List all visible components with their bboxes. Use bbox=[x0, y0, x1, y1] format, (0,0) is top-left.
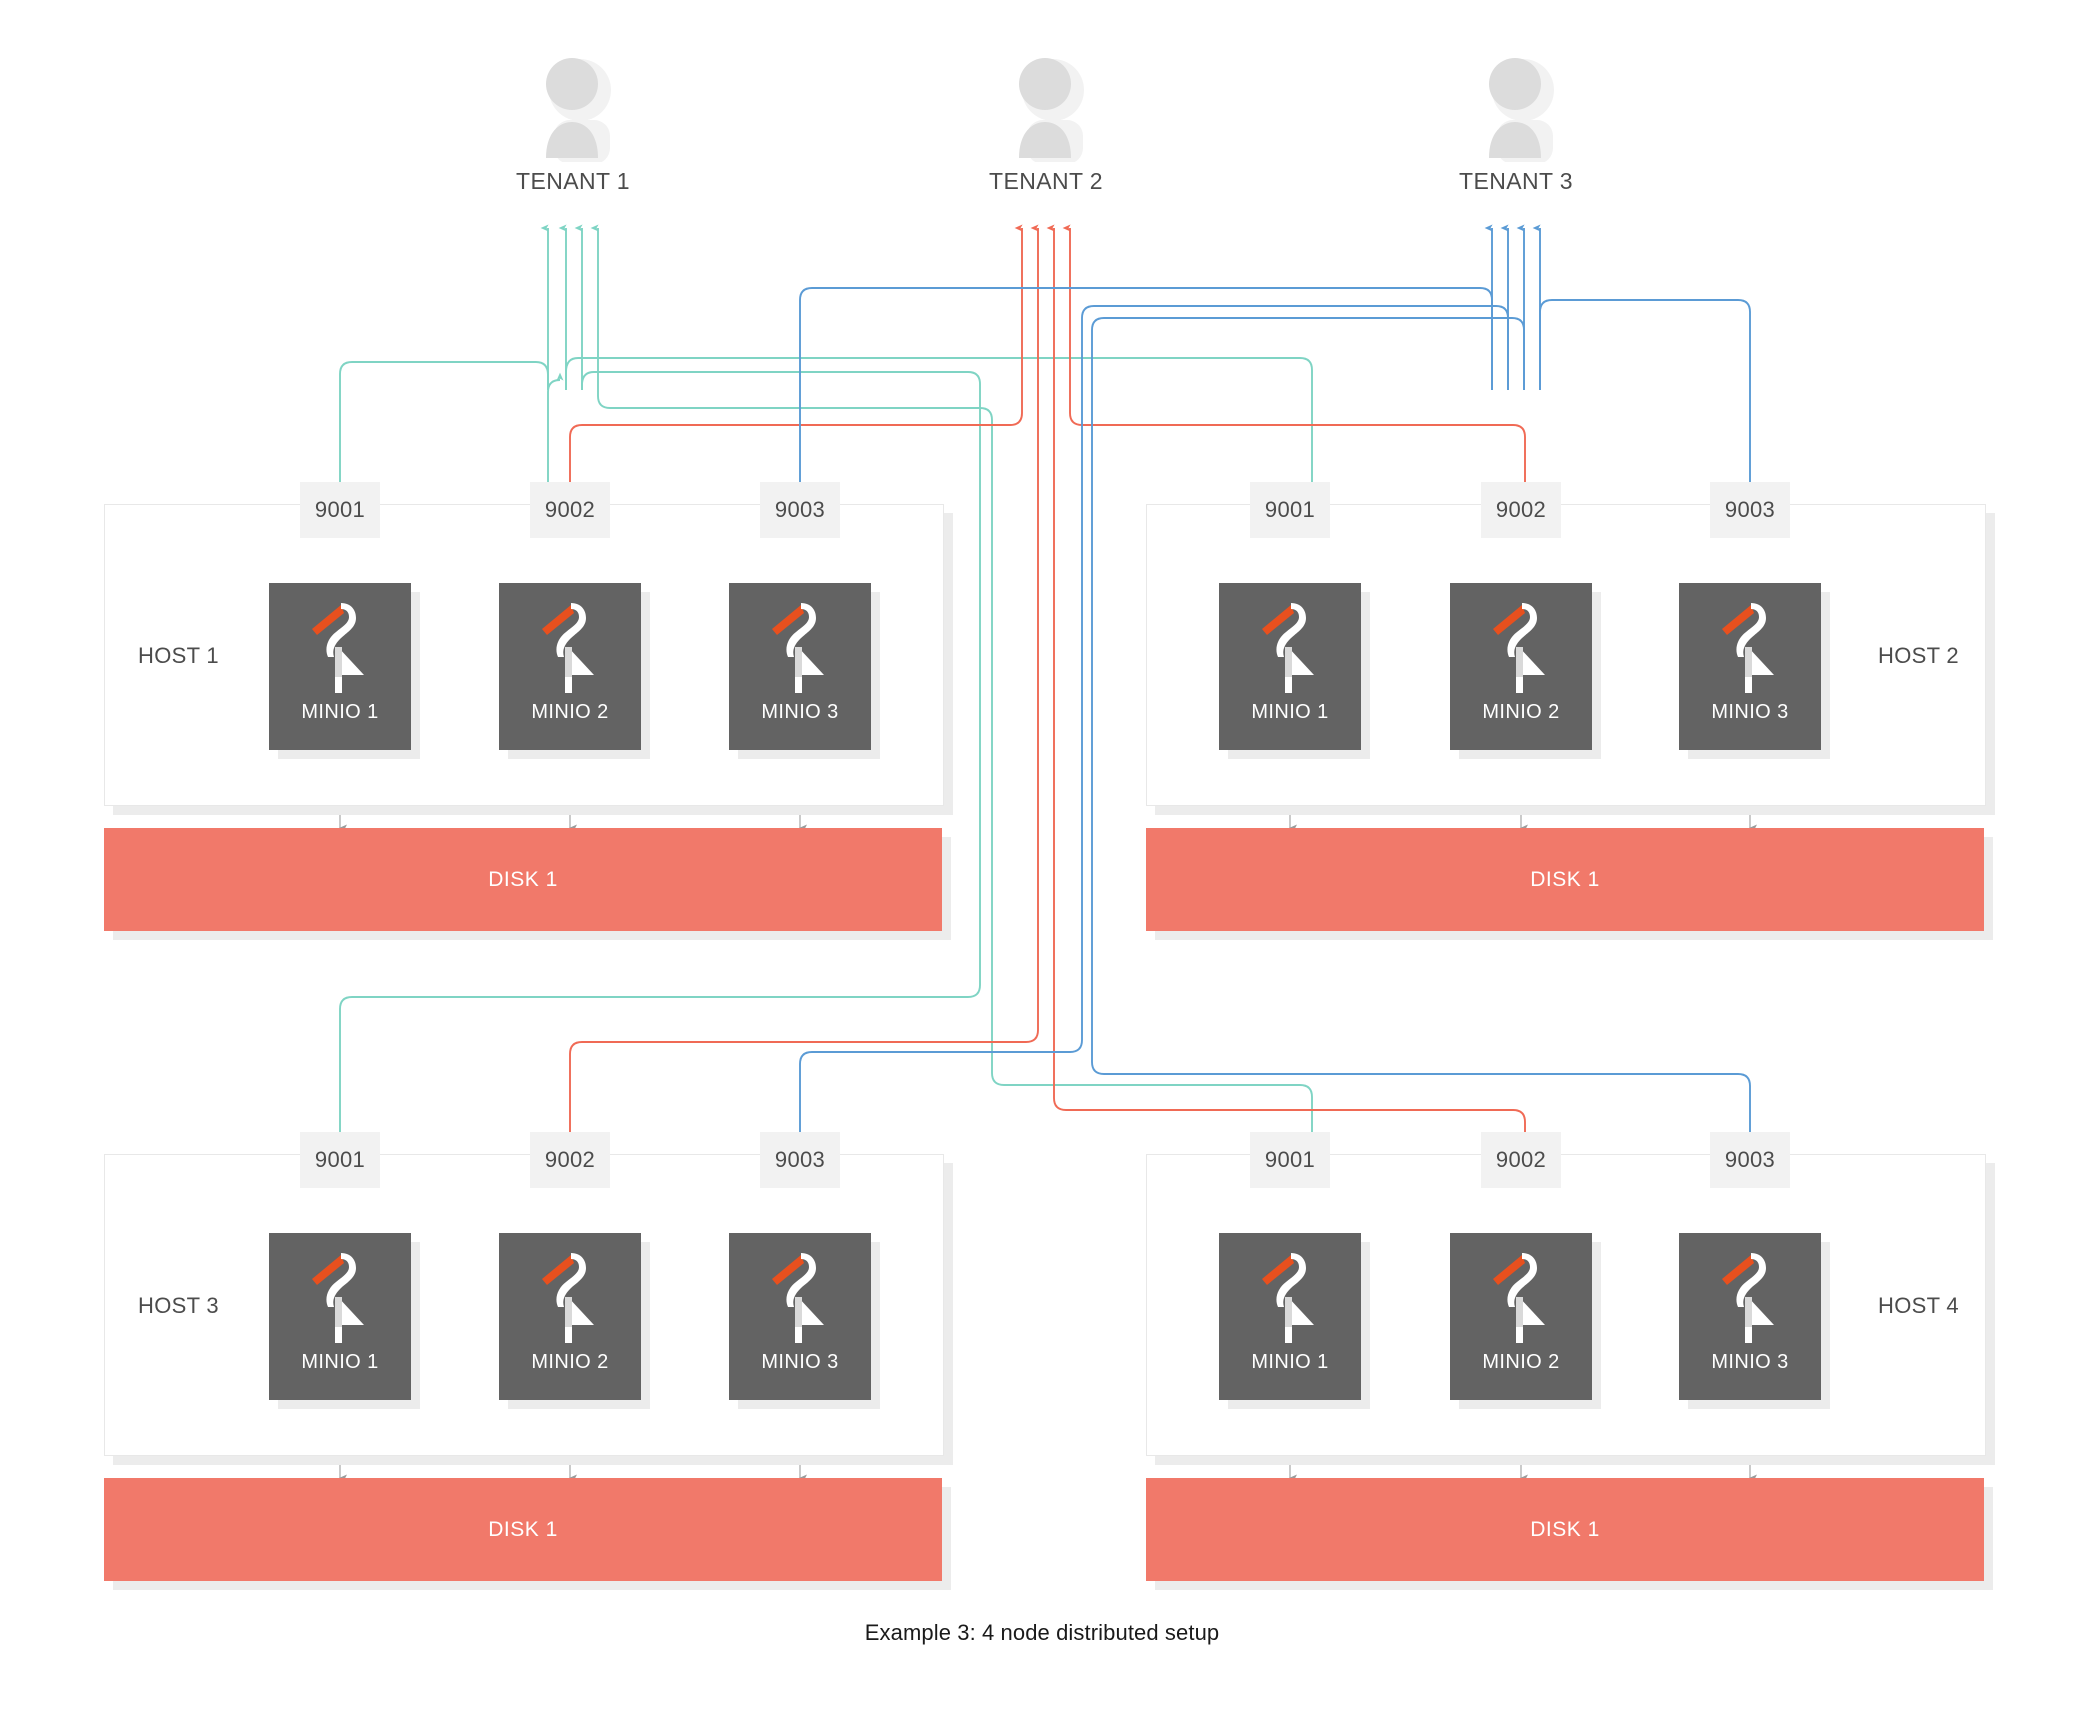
port-chip: 9001 bbox=[300, 1132, 380, 1188]
port-chip: 9002 bbox=[1481, 1132, 1561, 1188]
minio-flamingo-logo bbox=[1718, 1241, 1782, 1351]
minio-node[interactable]: MINIO 2 bbox=[1450, 583, 1592, 750]
minio-node[interactable]: MINIO 2 bbox=[1450, 1233, 1592, 1400]
port-chip: 9003 bbox=[1710, 482, 1790, 538]
minio-flamingo-logo bbox=[1258, 1241, 1322, 1351]
port-chip: 9001 bbox=[1250, 482, 1330, 538]
minio-flamingo-logo bbox=[308, 1241, 372, 1351]
tenant-label: TENANT 3 bbox=[1459, 168, 1573, 194]
minio-node[interactable]: MINIO 1 bbox=[1219, 583, 1361, 750]
minio-flamingo-logo bbox=[768, 591, 832, 701]
diagram-caption: Example 3: 4 node distributed setup bbox=[864, 1620, 1220, 1645]
minio-node[interactable]: MINIO 1 bbox=[269, 583, 411, 750]
minio-node[interactable]: MINIO 2 bbox=[499, 1233, 641, 1400]
minio-node[interactable]: MINIO 3 bbox=[1679, 1233, 1821, 1400]
minio-node[interactable]: MINIO 3 bbox=[1679, 583, 1821, 750]
disk-bar: DISK 1 bbox=[104, 828, 942, 931]
minio-node[interactable]: MINIO 1 bbox=[269, 1233, 411, 1400]
port-chip: 9003 bbox=[760, 482, 840, 538]
port-chip: 9002 bbox=[530, 482, 610, 538]
minio-node-label: MINIO 3 bbox=[761, 1351, 839, 1373]
disk-label: DISK 1 bbox=[488, 1517, 558, 1541]
host-label: HOST 2 bbox=[1878, 643, 1959, 668]
minio-flamingo-logo bbox=[1489, 1241, 1553, 1351]
minio-node[interactable]: MINIO 2 bbox=[499, 583, 641, 750]
minio-node-label: MINIO 1 bbox=[1251, 1351, 1329, 1373]
disk-label: DISK 1 bbox=[488, 867, 558, 891]
port-chip: 9003 bbox=[1710, 1132, 1790, 1188]
port-chip: 9001 bbox=[300, 482, 380, 538]
minio-node-label: MINIO 2 bbox=[531, 1351, 609, 1373]
host-label: HOST 4 bbox=[1878, 1293, 1959, 1318]
minio-node-label: MINIO 1 bbox=[301, 1351, 379, 1373]
tenant-1[interactable]: TENANT 1 bbox=[473, 52, 673, 195]
minio-node-label: MINIO 1 bbox=[1251, 701, 1329, 723]
minio-node-label: MINIO 3 bbox=[1711, 1351, 1789, 1373]
port-chip: 9002 bbox=[530, 1132, 610, 1188]
disk-bar: DISK 1 bbox=[104, 1478, 942, 1581]
minio-flamingo-logo bbox=[1718, 591, 1782, 701]
minio-flamingo-logo bbox=[538, 591, 602, 701]
disk-label: DISK 1 bbox=[1530, 867, 1600, 891]
tenant-2[interactable]: TENANT 2 bbox=[946, 52, 1146, 195]
minio-flamingo-logo bbox=[1489, 591, 1553, 701]
minio-node-label: MINIO 2 bbox=[531, 701, 609, 723]
minio-node-label: MINIO 3 bbox=[1711, 701, 1789, 723]
disk-label: DISK 1 bbox=[1530, 1517, 1600, 1541]
tenant-label: TENANT 1 bbox=[516, 168, 630, 194]
tenant-label: TENANT 2 bbox=[989, 168, 1103, 194]
user-avatar-icon bbox=[1471, 52, 1561, 164]
minio-node-label: MINIO 2 bbox=[1482, 1351, 1560, 1373]
minio-node[interactable]: MINIO 1 bbox=[1219, 1233, 1361, 1400]
minio-flamingo-logo bbox=[308, 591, 372, 701]
disk-bar: DISK 1 bbox=[1146, 828, 1984, 931]
minio-node[interactable]: MINIO 3 bbox=[729, 583, 871, 750]
port-chip: 9002 bbox=[1481, 482, 1561, 538]
user-avatar-icon bbox=[1001, 52, 1091, 164]
disk-bar: DISK 1 bbox=[1146, 1478, 1984, 1581]
tenant-3[interactable]: TENANT 3 bbox=[1416, 52, 1616, 195]
minio-flamingo-logo bbox=[538, 1241, 602, 1351]
host-label: HOST 3 bbox=[138, 1293, 219, 1318]
user-avatar-icon bbox=[528, 52, 618, 164]
port-chip: 9001 bbox=[1250, 1132, 1330, 1188]
minio-flamingo-logo bbox=[1258, 591, 1322, 701]
minio-node-label: MINIO 1 bbox=[301, 701, 379, 723]
minio-node[interactable]: MINIO 3 bbox=[729, 1233, 871, 1400]
minio-flamingo-logo bbox=[768, 1241, 832, 1351]
minio-node-label: MINIO 2 bbox=[1482, 701, 1560, 723]
host-label: HOST 1 bbox=[138, 643, 219, 668]
minio-node-label: MINIO 3 bbox=[761, 701, 839, 723]
port-chip: 9003 bbox=[760, 1132, 840, 1188]
